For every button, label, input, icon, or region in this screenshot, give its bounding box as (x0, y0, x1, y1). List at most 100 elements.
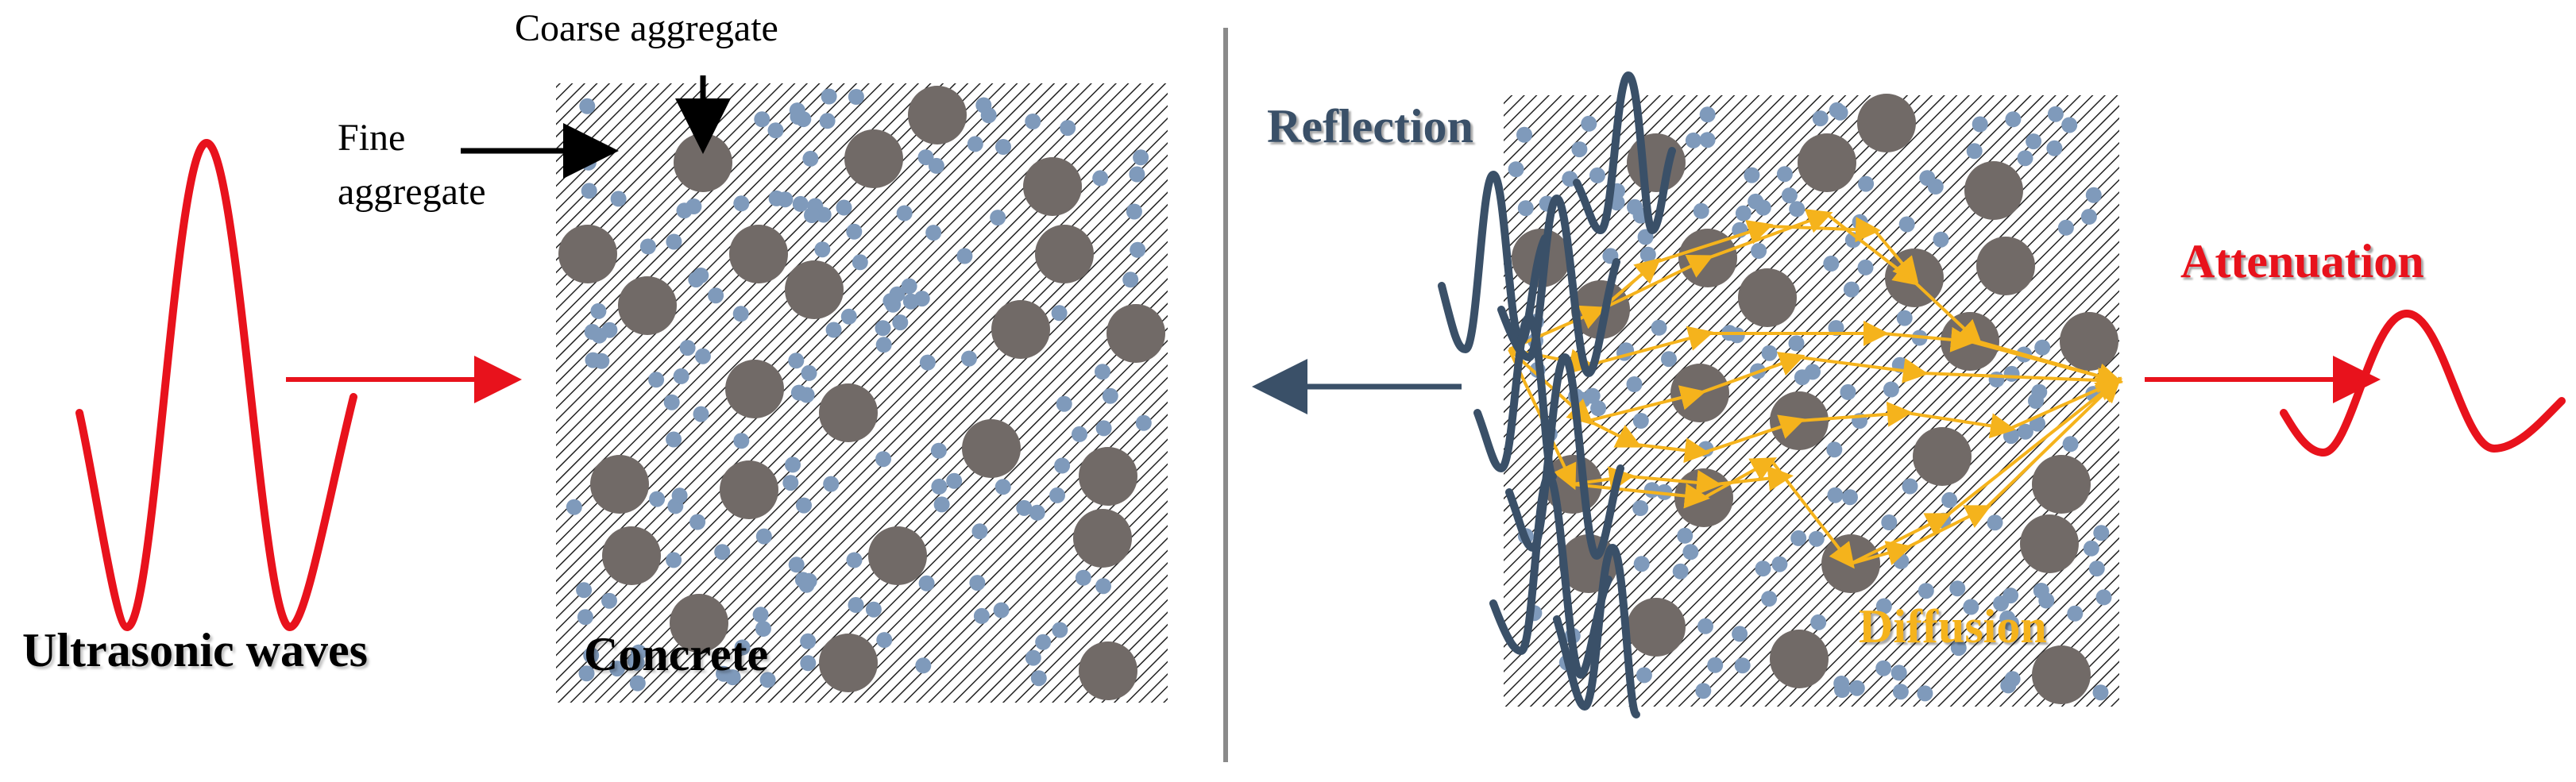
fine-aggregate (2085, 187, 2102, 203)
fine-aggregate (933, 496, 950, 513)
fine-aggregate (734, 639, 751, 656)
fine-aggregate (918, 575, 935, 591)
fine-aggregate (1966, 143, 1983, 160)
fine-aggregate (800, 655, 817, 672)
coarse-aggregate (558, 225, 617, 283)
fine-aggregate (1051, 305, 1068, 322)
diffusion-path-segment (1703, 414, 1806, 454)
fine-aggregate (2088, 560, 2105, 577)
diffusion-path-segment (1636, 437, 1710, 464)
fine-aggregate (876, 632, 893, 649)
coarse-aggregate (1627, 598, 1686, 657)
fine-aggregate (1781, 187, 1798, 204)
coarse-aggregate (729, 225, 788, 283)
fine-aggregate (1755, 199, 1771, 216)
fine-aggregate (1898, 216, 1915, 233)
fine-aggregate (1677, 527, 1694, 544)
fine-aggregate (969, 575, 986, 591)
concrete-label: Concrete (584, 628, 769, 680)
fine-aggregate (1843, 281, 1860, 298)
fine-aggregate (629, 675, 646, 691)
fine-aggregate (1135, 414, 1152, 431)
fine-aggregate (1988, 372, 2005, 387)
fine-aggregate (1056, 395, 1072, 412)
diffusion-path-segment (1984, 376, 2122, 510)
fine-aggregate (1632, 413, 1649, 429)
fine-aggregate (1651, 319, 1667, 336)
coarse-aggregate (2032, 645, 2091, 704)
coarse-aggregate (2032, 455, 2091, 514)
fine-aggregate (1933, 231, 1949, 248)
fine-aggregate-particles-right (1508, 102, 2112, 702)
fine-aggregate (785, 456, 801, 473)
fine-aggregate (2002, 428, 2019, 445)
fine-aggregate (1707, 657, 1724, 673)
fine-aggregate (836, 199, 852, 216)
fine-aggregate (2095, 589, 2112, 606)
fine-aggregate (1095, 578, 1111, 595)
fine-aggregate (1508, 161, 1524, 178)
fine-aggregate (777, 191, 794, 208)
fine-aggregate (666, 233, 682, 250)
fine-aggregate (714, 544, 731, 560)
coarse-aggregate (1079, 641, 1137, 700)
fine-aggregate (755, 528, 772, 545)
diffusion-path-segment (1572, 483, 1710, 509)
fine-aggregate (2017, 423, 2033, 440)
fine-aggregate (889, 286, 906, 302)
fine-aggregate (1776, 166, 1793, 183)
fine-aggregate (1788, 335, 1805, 352)
fine-aggregate (2062, 436, 2079, 453)
diffusion-path-segment (1767, 217, 1881, 243)
fine-aggregate (1918, 583, 1934, 599)
coarse-aggregate (1913, 427, 1972, 486)
fine-aggregate (1858, 175, 1875, 192)
diffusion-path-segment (1969, 340, 2123, 389)
fine-aggregate (801, 572, 817, 589)
coarse-aggregate (868, 526, 927, 585)
fine-aggregate (1761, 591, 1778, 607)
fine-aggregate (2092, 684, 2109, 701)
fine-aggregate (1790, 530, 1807, 546)
fine-aggregate (1072, 426, 1087, 442)
fine-aggregate (732, 306, 749, 322)
fine-aggregate (814, 241, 831, 258)
fine-aggregate (848, 597, 864, 613)
fine-aggregate (1636, 667, 1652, 684)
fine-aggregate (1732, 626, 1748, 642)
fine-aggregate (1672, 563, 1689, 580)
fine-aggregate (1029, 504, 1045, 521)
diffusion-path-segment (1850, 513, 1952, 565)
fine-aggregate (925, 225, 942, 241)
fine-aggregate (663, 394, 680, 410)
coarse-aggregate (1738, 268, 1797, 327)
coarse-aggregate (602, 526, 661, 585)
fine-aggregate (579, 98, 596, 114)
fine-aggregate (804, 207, 820, 223)
fine-aggregate (693, 268, 709, 283)
fine-aggregate (973, 607, 990, 624)
fine-aggregate (1917, 685, 1933, 702)
fine-aggregate (1025, 649, 1041, 666)
fine-aggregate (648, 372, 665, 388)
fine-aggregate (577, 609, 593, 626)
fine-aggregate (930, 442, 947, 459)
fine-aggregate (917, 149, 934, 166)
fine-aggregate (2038, 592, 2055, 609)
diffusion-path-segment (1699, 352, 1806, 395)
fine-aggregate (1571, 141, 1588, 158)
fine-aggregate (971, 523, 988, 540)
fine-aggregate (1102, 387, 1118, 404)
fine-aggregate (1699, 106, 1716, 123)
fine-aggregate (1632, 500, 1649, 516)
fine-aggregate (679, 340, 696, 356)
fine-aggregate (1840, 383, 1856, 400)
fine-aggregate (576, 582, 593, 599)
fine-aggregate (1699, 132, 1716, 148)
coarse-aggregate (2060, 312, 2118, 371)
fine-aggregate (852, 254, 868, 271)
fine-aggregate (1735, 205, 1751, 222)
fine-aggregate (1035, 634, 1052, 650)
fine-aggregate (1016, 499, 1033, 516)
fine-aggregate (1875, 598, 1892, 614)
